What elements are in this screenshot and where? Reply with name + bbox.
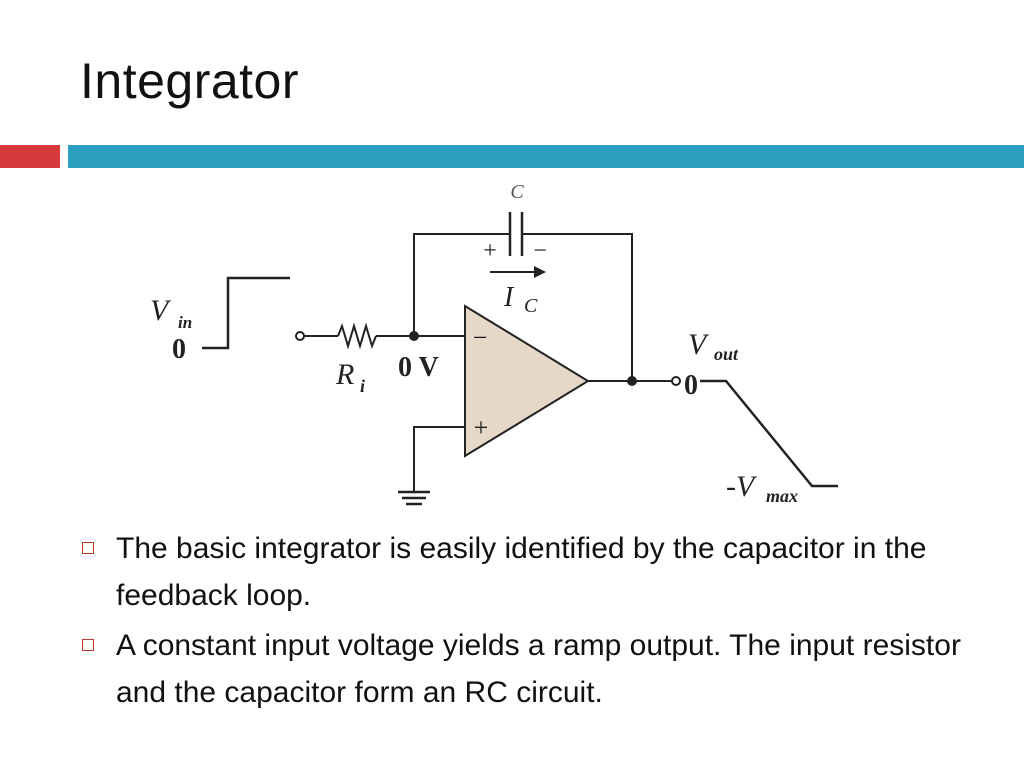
- resistor-label: R: [335, 358, 354, 391]
- vout-label: V: [688, 328, 710, 361]
- capacitor-plus-sign: +: [483, 238, 497, 264]
- opamp-inverting-sign: −: [473, 323, 488, 352]
- output-terminal: [671, 376, 681, 386]
- feedback-wire-left: [413, 233, 510, 336]
- current-subscript: C: [524, 295, 538, 317]
- output-node: [627, 376, 637, 386]
- vout-subscript: out: [714, 344, 739, 364]
- accent-bar-blue: [68, 145, 1024, 168]
- vout-ramp-waveform: [700, 379, 838, 488]
- vout-zero-label: 0: [684, 370, 698, 401]
- square-bullet-icon: [82, 639, 94, 651]
- square-bullet-icon: [82, 542, 94, 554]
- resistor-subscript: i: [360, 376, 365, 396]
- bullet-item: The basic integrator is easily identifie…: [78, 525, 978, 619]
- bullet-text: The basic integrator is easily identifie…: [116, 532, 927, 612]
- vin-step-waveform: [202, 276, 290, 350]
- opamp-noninverting-sign: +: [474, 413, 489, 442]
- capacitor-label: C: [510, 181, 524, 203]
- vin-label: V: [150, 294, 172, 327]
- slide-title: Integrator: [80, 53, 300, 109]
- vmax-label: -V: [726, 470, 758, 503]
- integrator-circuit-diagram: C + − I C V in 0 R i 0 V − + V out 0 -V …: [150, 181, 838, 506]
- vin-subscript: in: [178, 313, 192, 332]
- feedback-wire-right: [522, 233, 633, 381]
- current-label: I: [503, 282, 515, 313]
- bullet-item: A constant input voltage yields a ramp o…: [78, 622, 978, 716]
- capacitor-minus-sign: −: [533, 238, 547, 264]
- vin-zero-label: 0: [172, 334, 186, 365]
- bullet-text: A constant input voltage yields a ramp o…: [116, 629, 961, 709]
- bullet-list: The basic integrator is easily identifie…: [78, 525, 978, 719]
- vmax-subscript: max: [766, 486, 798, 506]
- accent-bar-red: [0, 145, 60, 168]
- ground-wire: [413, 426, 465, 492]
- input-resistor: [337, 322, 377, 350]
- node-voltage-label: 0 V: [398, 352, 439, 383]
- input-terminal: [295, 331, 305, 341]
- opamp-body: [464, 304, 590, 458]
